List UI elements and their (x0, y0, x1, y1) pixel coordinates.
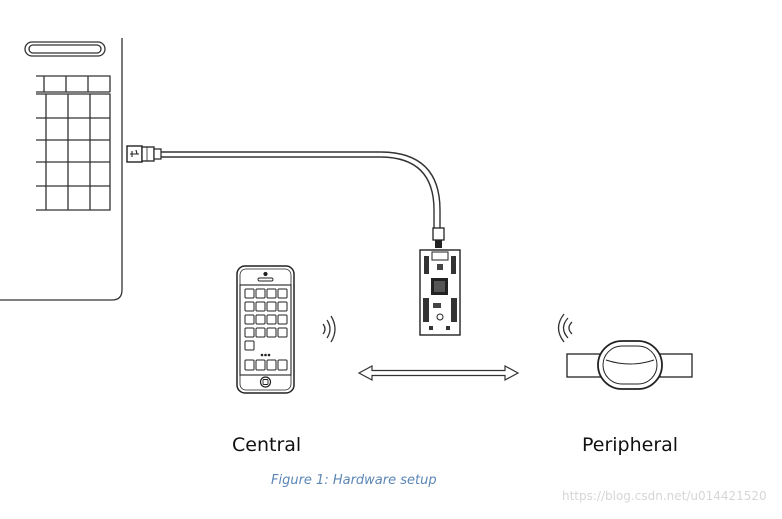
bidirectional-arrow-icon (357, 364, 520, 382)
smartphone-icon (236, 265, 295, 394)
wireless-signal-icon (557, 313, 573, 343)
usb-cable (141, 146, 445, 248)
dev-board-icon (419, 249, 461, 336)
wristband-icon (566, 340, 693, 390)
watermark-url: https://blog.csdn.net/u014421520 (562, 489, 767, 503)
usb-symbol-icon (126, 145, 143, 163)
central-label: Central (232, 434, 302, 456)
laptop-icon (0, 38, 123, 301)
wireless-signal-icon (322, 315, 336, 343)
figure-caption: Figure 1: Hardware setup (271, 473, 437, 488)
peripheral-label: Peripheral (582, 434, 679, 456)
